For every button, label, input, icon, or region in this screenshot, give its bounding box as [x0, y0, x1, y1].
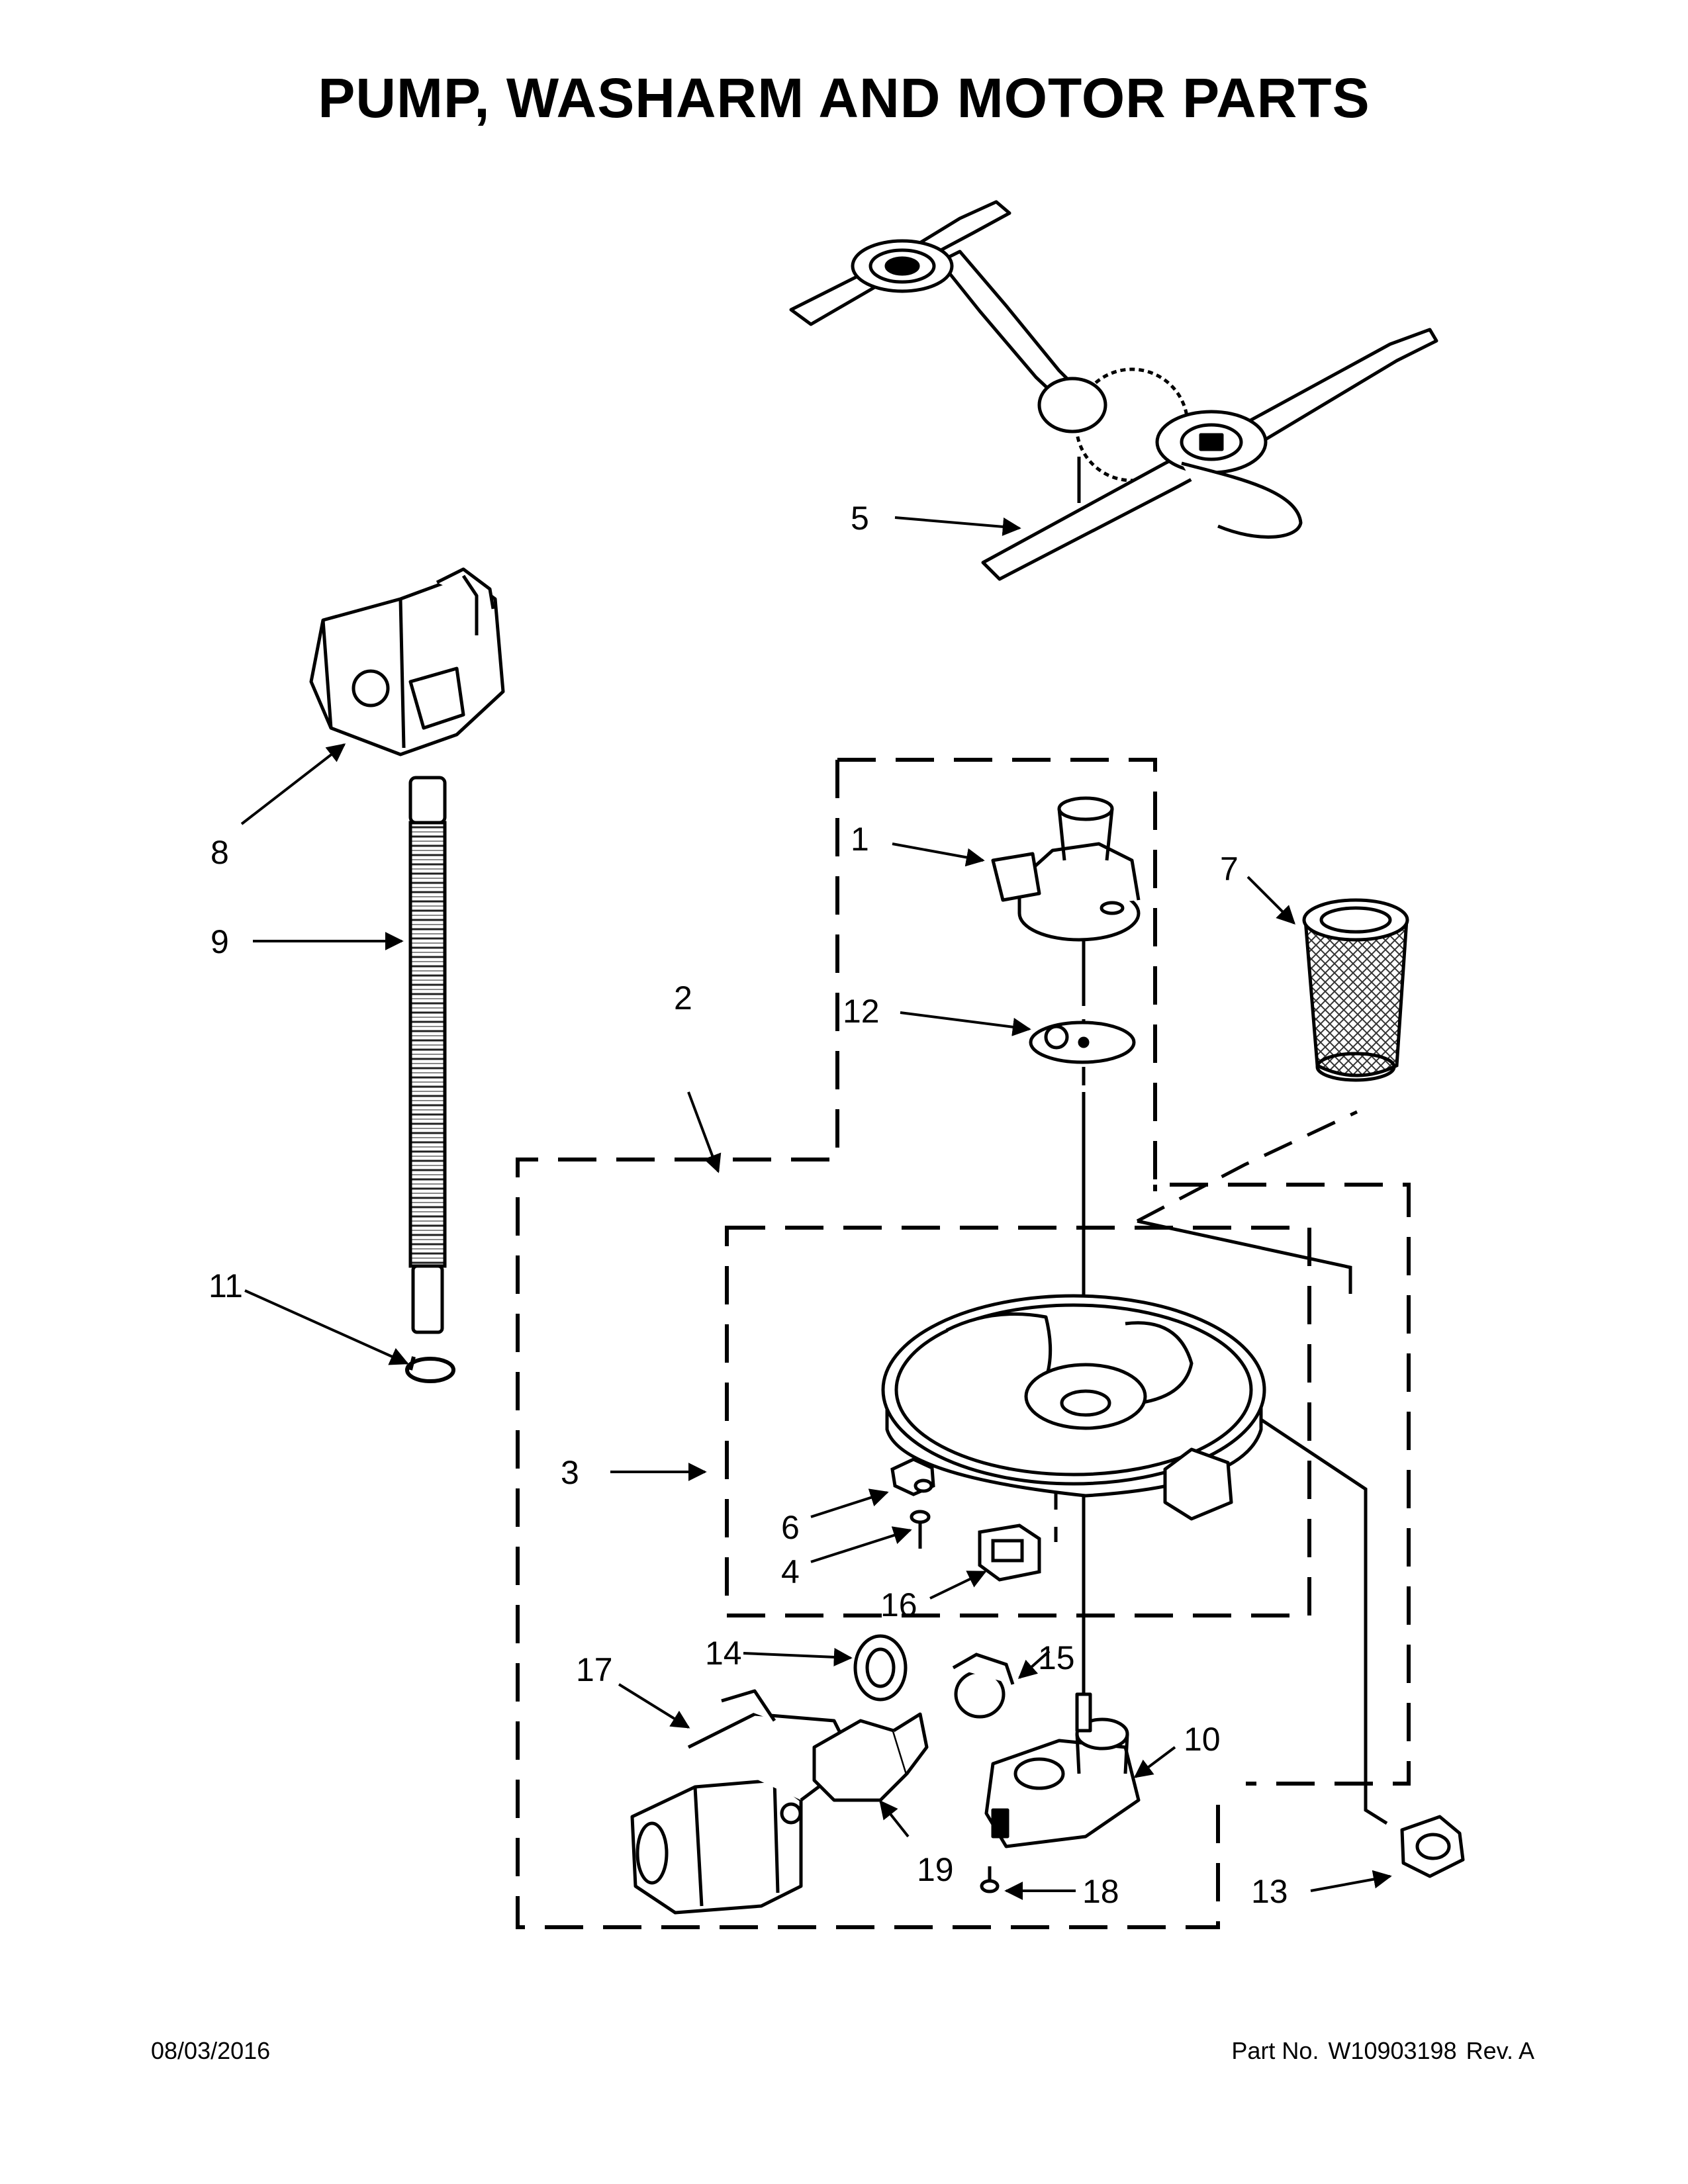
connector-part-16 [978, 1524, 1041, 1582]
callout-15: 15 [1038, 1639, 1075, 1676]
clamp-part-15 [952, 1653, 1015, 1719]
callout-19: 19 [917, 1851, 954, 1888]
callout-18: 18 [1082, 1873, 1119, 1910]
thermistor-part-13 [1400, 1815, 1465, 1878]
sensor-clip-part-6 [890, 1457, 935, 1496]
assembly-connection-lines [1082, 940, 1388, 1825]
callout-17: 17 [576, 1651, 613, 1688]
callout-13: 13 [1251, 1873, 1288, 1910]
footer-revision: Rev. A [1466, 2037, 1534, 2064]
pump-housing-part-8 [309, 567, 505, 756]
callout-labels: 5 8 9 1 12 7 2 11 3 6 4 16 14 15 17 10 1… [209, 500, 1288, 1910]
callout-10: 10 [1184, 1721, 1221, 1758]
callout-14: 14 [705, 1635, 742, 1672]
diverter-motor-part-10 [984, 1692, 1141, 1848]
assembly-boundary-3 [725, 1226, 1311, 1617]
callout-9: 9 [211, 923, 229, 960]
callout-2: 2 [674, 979, 692, 1017]
assembly-boundary-2 [516, 758, 1411, 1929]
callout-4: 4 [781, 1553, 800, 1590]
filter-part-7 [1302, 898, 1409, 1082]
seal-part-14 [853, 1634, 908, 1702]
hose-clamp-part-11 [405, 1356, 455, 1383]
callout-6: 6 [781, 1509, 800, 1546]
callout-16: 16 [880, 1586, 917, 1623]
callout-11: 11 [209, 1267, 243, 1304]
callout-leaders [240, 516, 1392, 1900]
callout-1: 1 [851, 821, 869, 858]
spray-arm-part-5 [789, 200, 1438, 581]
callout-7: 7 [1220, 850, 1239, 887]
page-title: PUMP, WASHARM AND MOTOR PARTS [318, 67, 1370, 129]
footer-date: 08/03/2016 [151, 2037, 271, 2064]
callout-12: 12 [843, 993, 880, 1030]
gasket-part-12 [1029, 1021, 1136, 1064]
screw-part-18 [980, 1866, 1000, 1893]
footer-part-value: W10903198 [1328, 2037, 1457, 2064]
callout-3: 3 [561, 1454, 579, 1491]
drain-pump-part-19 [812, 1712, 929, 1802]
motor-part-17 [630, 1689, 856, 1915]
diverter-part-1 [991, 796, 1141, 942]
callout-8: 8 [211, 834, 229, 871]
screw-part-4 [910, 1510, 931, 1549]
footer-part-label: Part No. [1231, 2037, 1319, 2064]
hose-part-9 [408, 776, 447, 1334]
footer-part-number: Part No. W10903198 Rev. A [1222, 2037, 1534, 2065]
callout-5: 5 [851, 500, 869, 537]
sump-base [881, 1294, 1266, 1521]
